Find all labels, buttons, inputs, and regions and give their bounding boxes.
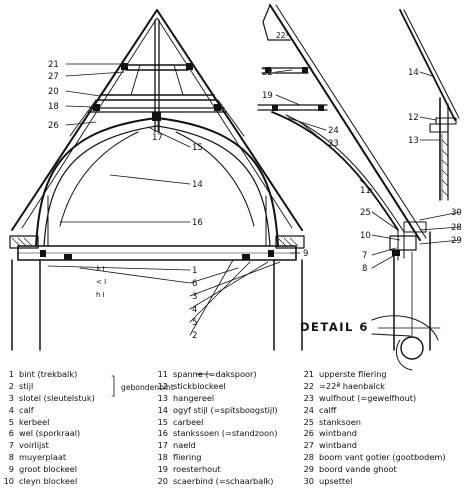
callout-23: 23 [328,139,339,149]
callout-15: 15 [192,143,203,153]
callout-13: 13 [408,136,419,146]
callout-7: 7 [362,251,367,261]
callout-12: 12 [408,113,419,123]
bracket-label: gebondenbint [121,383,174,392]
callout-9: 9 [303,249,308,259]
callout-8: 8 [362,264,367,274]
callout-27: 27 [48,72,59,82]
callout-1: 1 [192,266,197,276]
callout-14: 14 [192,180,203,190]
detail-6-drawing [371,315,441,371]
callout-6: 6 [192,279,197,289]
callout-20: 20 [48,87,59,97]
callout-mark-b: < I [96,278,106,286]
callout-21: 21 [48,60,59,70]
callout-26: 26 [48,121,59,131]
legend-item: 22=22ª haenbalck [303,380,385,391]
callout-29: 29 [451,236,462,246]
rafter-section [257,4,431,351]
callout-14-detail: 14 [408,68,419,78]
callout-mark-c: h I [96,291,105,299]
callout-2: 2 [192,331,197,341]
callout-18: 18 [48,102,59,112]
detail-6-title: DETAIL 6 [300,320,369,334]
callout-mark-a: λ I [96,265,104,273]
callout-4: 4 [192,305,197,315]
eaves-detail [399,9,460,201]
callout-19: 19 [262,91,273,101]
callout-22: 22 [262,68,273,78]
callout-25: 25 [360,208,371,218]
main-truss-section [9,9,305,351]
callout-30: 30 [451,208,462,218]
callout-24: 24 [328,126,339,136]
callout-5: 5 [192,318,197,328]
callout-16: 16 [192,218,203,228]
callout-28: 28 [451,223,462,233]
callout-3: 3 [192,292,197,302]
callout-22-sup: 22¹ [276,31,289,40]
callout-11: 11 [360,186,371,196]
callout-17: 17 [152,133,163,143]
callout-labels: 21 27 20 18 26 17 15 14 16 1 6 3 4 5 2 9… [48,31,462,392]
leader-lines [47,63,461,397]
callout-10: 10 [360,231,371,241]
